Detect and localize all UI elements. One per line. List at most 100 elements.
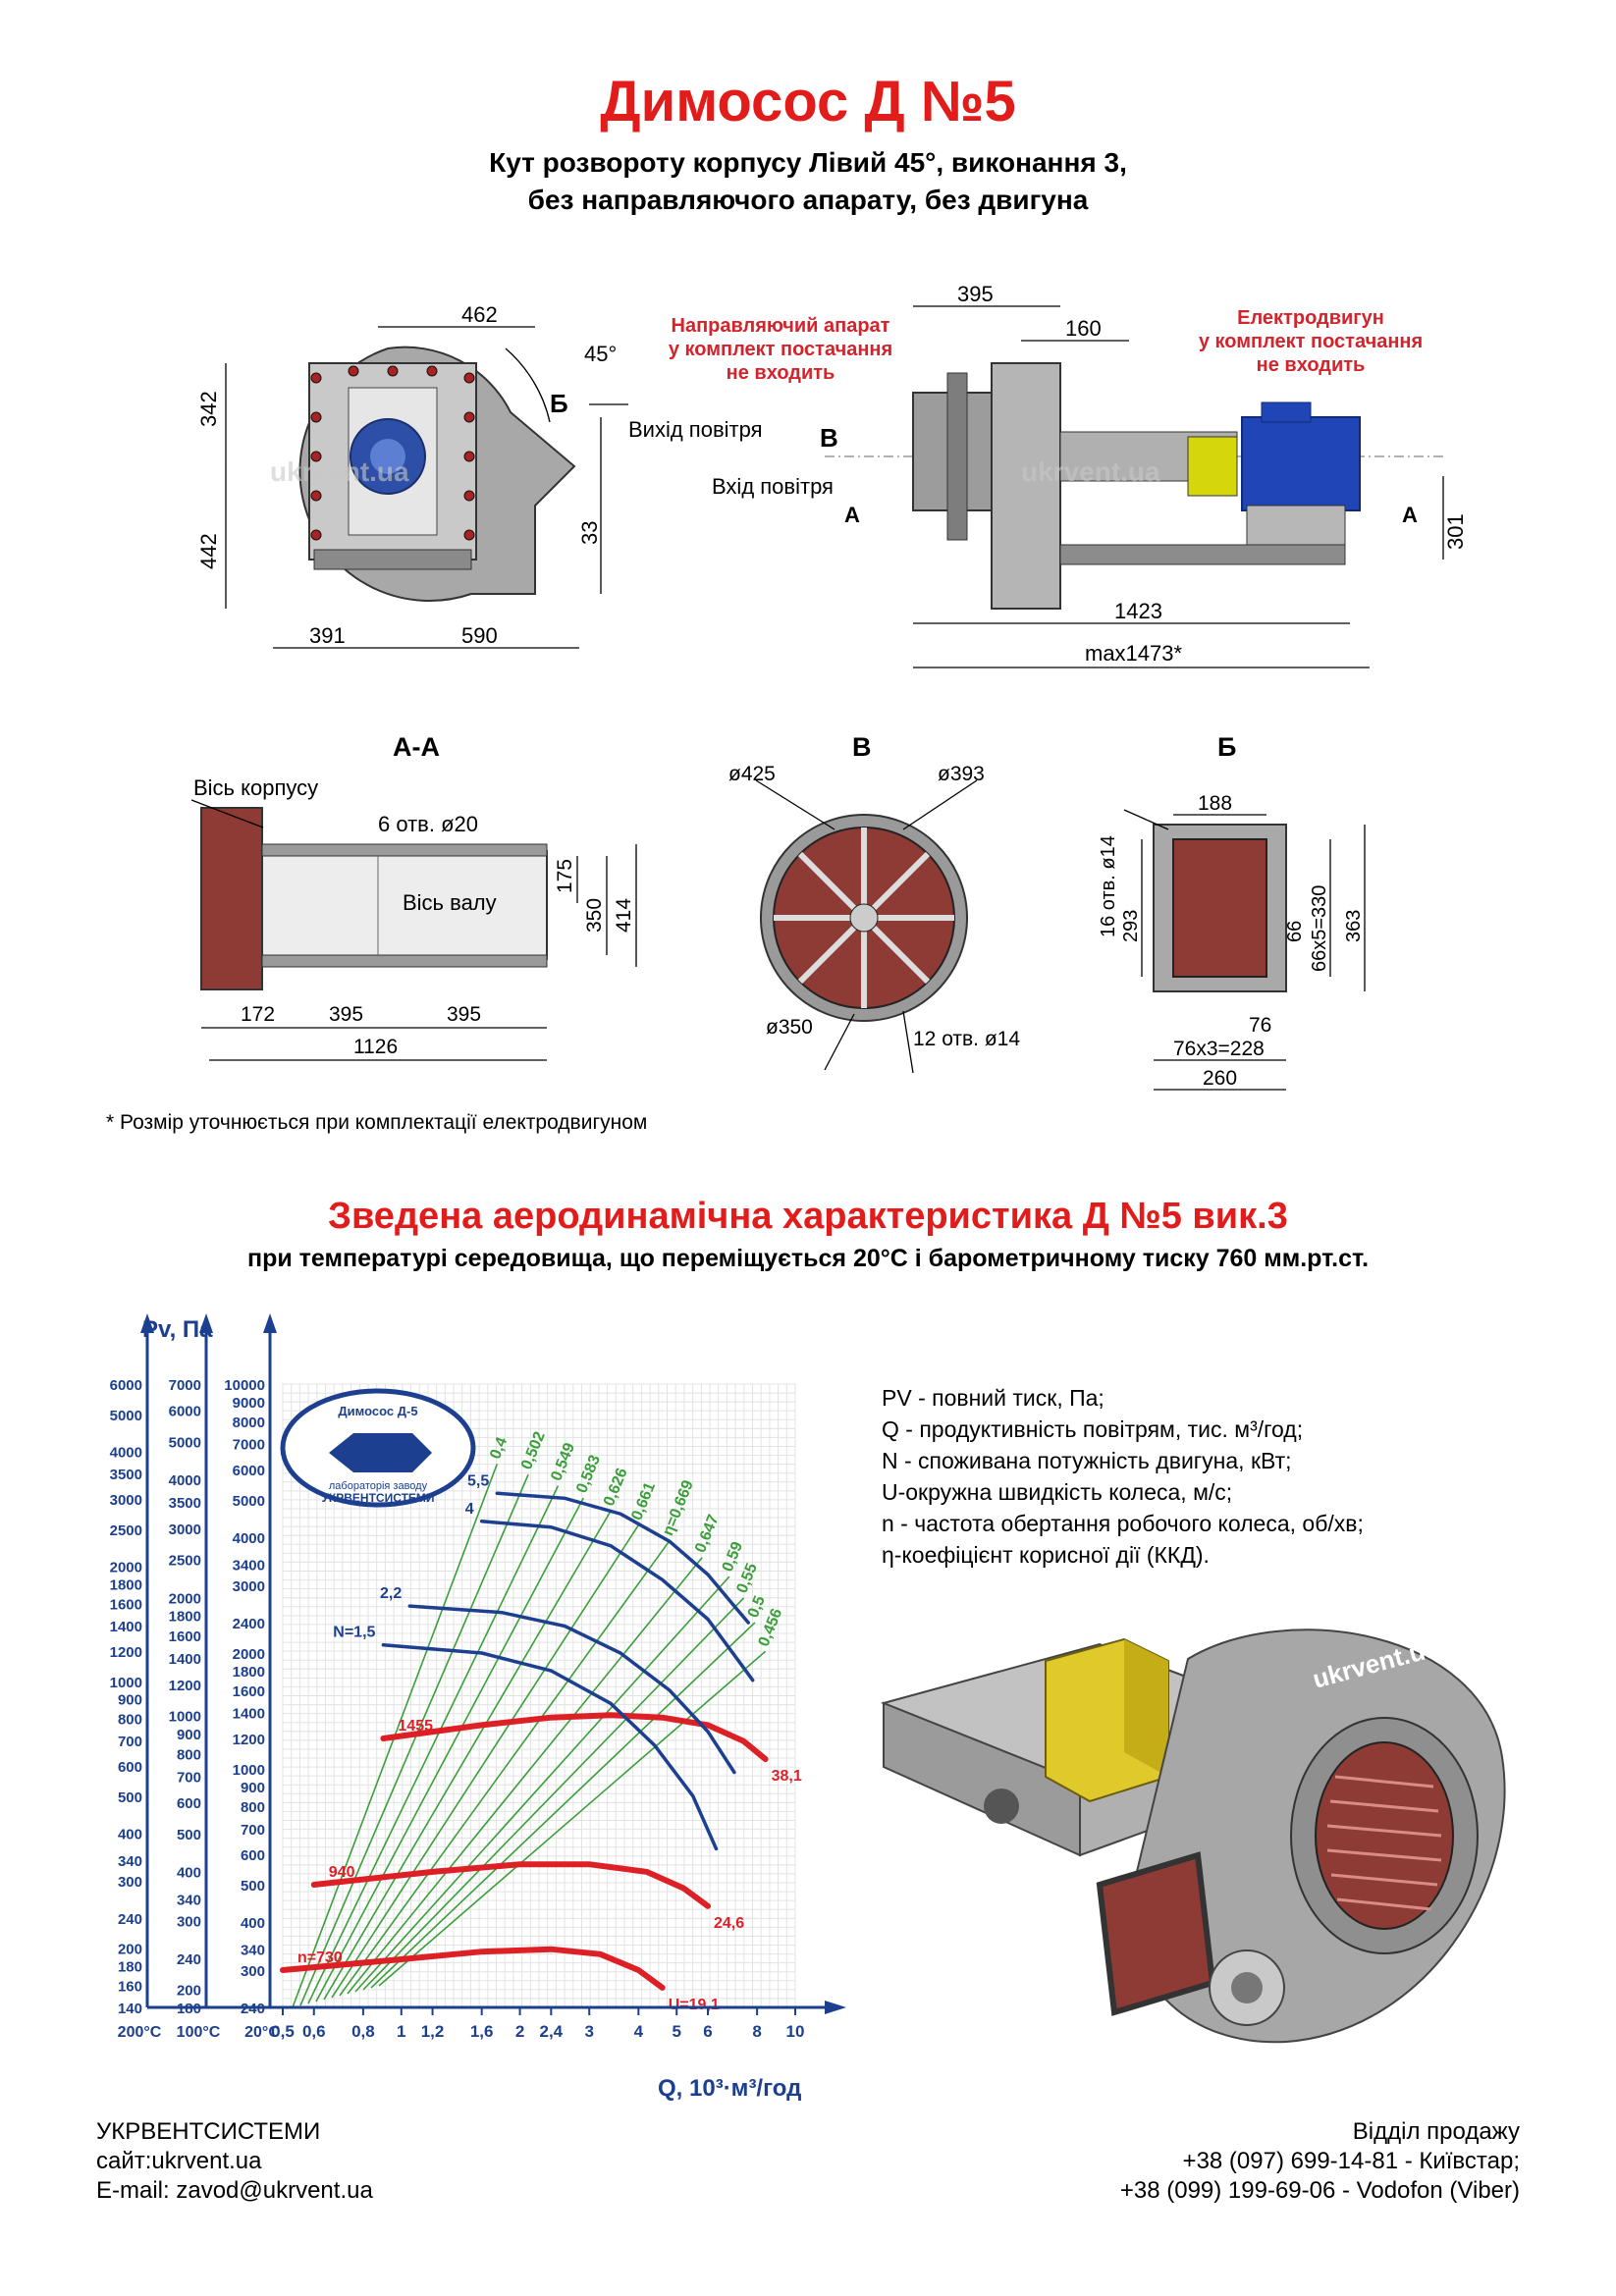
efficiency-line xyxy=(323,1510,612,2001)
dim-b-293: 293 xyxy=(1120,910,1142,942)
fan-3d-render: ukrvent.ua xyxy=(880,1629,1506,2044)
y-tick-label: 700 xyxy=(177,1769,201,1786)
dim-aa-395-a: 395 xyxy=(329,1003,363,1026)
dim-aa-172: 172 xyxy=(241,1003,275,1026)
power-curve xyxy=(479,1520,755,1682)
y-tick-label: 1000 xyxy=(110,1675,142,1691)
assembly-drawings: 462 45° 342 442 33 391 590 Б Вихід повіт… xyxy=(196,282,1468,668)
company-email[interactable]: E-mail: zavod@ukrvent.ua xyxy=(96,2177,373,2204)
y-tick-label: 180 xyxy=(118,1959,142,1976)
x-tick-label: 0,8 xyxy=(351,2022,375,2041)
dim-301: 301 xyxy=(1443,513,1468,550)
label-v: В xyxy=(820,423,838,453)
svg-text:Електродвигун: Електродвигун xyxy=(1237,307,1384,329)
svg-text:Димосос Д-5: Димосос Д-5 xyxy=(338,1404,417,1418)
y-tick-label: 700 xyxy=(241,1822,265,1839)
y-tick-label: 900 xyxy=(118,1692,142,1709)
series-name-label: 1455 xyxy=(398,1718,433,1735)
y-tick-label: 2400 xyxy=(233,1616,265,1632)
phone-vodafone[interactable]: +38 (099) 199-69-06 - Vodofon (Viber) xyxy=(1119,2177,1520,2204)
power-curve xyxy=(495,1491,750,1625)
y-tick-label: 7000 xyxy=(169,1377,201,1394)
y-tick-label: 3000 xyxy=(233,1578,265,1595)
chart-section-subtitle: при температурі середовища, що переміщує… xyxy=(246,1245,1370,1272)
y-tick-label: 8000 xyxy=(233,1415,265,1431)
y-tick-label: 1800 xyxy=(233,1664,265,1681)
y-tick-label: 300 xyxy=(241,1963,265,1980)
legend-u: U-окружна швидкість колеса, м/с; xyxy=(882,1479,1233,1505)
y-tick-label: 800 xyxy=(177,1746,201,1763)
x-tick-label: 2,4 xyxy=(540,2022,564,2041)
svg-text:УКРВЕНТСИСТЕМИ: УКРВЕНТСИСТЕМИ xyxy=(321,1491,434,1505)
y-tick-label: 1000 xyxy=(169,1709,201,1726)
y-tick-label: 1800 xyxy=(110,1576,142,1593)
section-b-title: Б xyxy=(1217,732,1236,762)
legend-n: N - споживана потужність двигуна, кВт; xyxy=(882,1448,1292,1473)
x-axis-title: Q, 10³·м³/год xyxy=(658,2075,801,2101)
dim-aa-175: 175 xyxy=(554,859,576,893)
y-tick-label: 6000 xyxy=(110,1377,142,1394)
series-name-label: 940 xyxy=(329,1864,355,1881)
y-axis-arrow xyxy=(263,1313,277,1333)
y-tick-label: 500 xyxy=(118,1789,142,1806)
dim-aa-350: 350 xyxy=(583,898,606,933)
dim-391: 391 xyxy=(309,623,346,648)
dim-b-66x5: 66х5=330 xyxy=(1309,885,1330,972)
temperature-label: 200°С xyxy=(118,2024,162,2041)
y-tick-label: 200 xyxy=(118,1942,142,1958)
efficiency-line xyxy=(339,1539,671,1997)
phone-kyivstar[interactable]: +38 (097) 699-14-81 - Київстар; xyxy=(1182,2148,1520,2174)
x-tick-label: 4 xyxy=(634,2022,644,2041)
y-tick-label: 700 xyxy=(118,1734,142,1750)
y-tick-label: 240 xyxy=(177,1951,201,1968)
y-tick-label: 600 xyxy=(241,1847,265,1864)
chart-legend: PV - повний тиск, Па; Q - продуктивність… xyxy=(882,1382,1364,1571)
y-tick-label: 3500 xyxy=(110,1467,142,1483)
sales-label: Відділ продажу xyxy=(1352,2118,1520,2145)
y-tick-label: 240 xyxy=(118,1911,142,1928)
dim-b-363: 363 xyxy=(1343,910,1365,942)
series-name-label: 2,2 xyxy=(380,1585,402,1602)
y-tick-label: 5000 xyxy=(110,1408,142,1424)
y-tick-label: 800 xyxy=(241,1799,265,1816)
y-tick-label: 400 xyxy=(118,1827,142,1843)
y-tick-label: 300 xyxy=(118,1874,142,1891)
svg-text:у комплект постачання: у комплект постачання xyxy=(1199,331,1423,352)
y-tick-label: 400 xyxy=(177,1864,201,1881)
y-tick-label: 3400 xyxy=(233,1558,265,1575)
y-tick-label: 1600 xyxy=(169,1629,201,1645)
y-tick-label: 500 xyxy=(241,1878,265,1895)
page-title: Димосос Д №5 xyxy=(600,70,1016,133)
label-a-left: А xyxy=(844,503,860,527)
power-curve xyxy=(381,1642,719,1851)
y-tick-label: 1600 xyxy=(110,1596,142,1613)
chart-section-title: Зведена аеродинамічна характеристика Д №… xyxy=(328,1196,1288,1237)
section-views: А-А Вісь корпусу 6 отв. ø20 Вісь валу 17… xyxy=(190,732,1366,1091)
dim-b-188: 188 xyxy=(1198,792,1232,815)
dim-aa-1126: 1126 xyxy=(353,1036,398,1058)
y-tick-label: 600 xyxy=(177,1795,201,1812)
company-site[interactable]: сайт:ukrvent.ua xyxy=(96,2148,262,2174)
y-tick-label: 340 xyxy=(177,1893,201,1909)
y-tick-label: 2000 xyxy=(233,1646,265,1663)
fan-side-view xyxy=(825,305,1444,668)
y-tick-label: 3000 xyxy=(110,1492,142,1509)
series-name-label: 5,5 xyxy=(467,1472,489,1489)
efficiency-line xyxy=(347,1557,703,1995)
dim-v-350: ø350 xyxy=(766,1016,813,1039)
y-tick-label: 1200 xyxy=(169,1678,201,1694)
subtitle-line-1: Кут розвороту корпусу Лівий 45°, виконан… xyxy=(489,147,1127,178)
dim-v-425: ø425 xyxy=(728,763,776,785)
y-tick-label: 1200 xyxy=(233,1732,265,1748)
dim-1423: 1423 xyxy=(1114,599,1162,623)
dim-45: 45° xyxy=(584,342,617,366)
dim-max1473: max1473* xyxy=(1085,641,1183,666)
power-curve xyxy=(407,1604,736,1775)
x-tick-label: 1,6 xyxy=(470,2022,494,2041)
y-tick-label: 2000 xyxy=(110,1560,142,1576)
guide-apparatus-note: Направляючий апарат у комплект постачанн… xyxy=(669,315,892,384)
y-tick-label: 1200 xyxy=(110,1644,142,1661)
svg-text:лабораторія заводу: лабораторія заводу xyxy=(329,1480,428,1492)
y-tick-label: 1400 xyxy=(233,1706,265,1723)
efficiency-line xyxy=(315,1497,585,2002)
